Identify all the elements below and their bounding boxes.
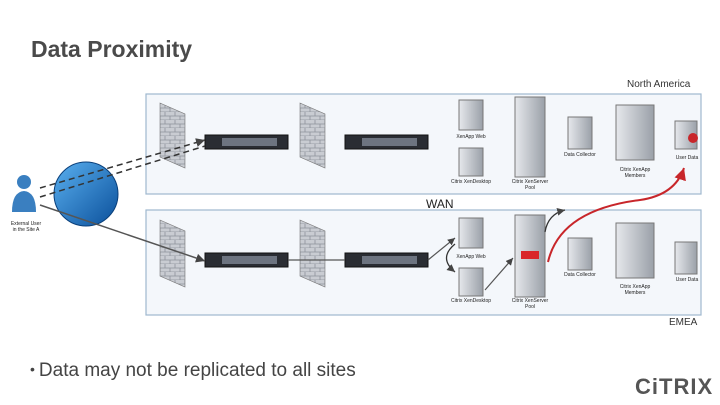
firewall-icon <box>299 102 326 169</box>
netscaler-appliance-icon <box>204 134 289 150</box>
firewall-icon <box>159 102 186 169</box>
netscaler-appliance-icon <box>204 252 289 268</box>
user-icon <box>12 175 36 212</box>
citrix-logo: CiTRIX <box>635 374 714 399</box>
bullet-text: Data may not be replicated to all sites <box>38 360 356 381</box>
connection-curve <box>445 243 456 273</box>
na-xenapp-members-label: Citrix XenApp Members <box>610 167 660 179</box>
emea-xenapp-members-line1: Citrix XenApp <box>619 284 651 290</box>
xendesktop-server-icon <box>458 267 484 297</box>
connection-line-dashed <box>39 138 206 189</box>
north-america-label: North America <box>627 79 691 90</box>
emea-data-collector-label: Data Collector <box>564 272 596 278</box>
na-data-collector-label: Data Collector <box>564 152 596 158</box>
na-user-data-label: User Data <box>675 155 699 161</box>
connection-line <box>39 204 206 263</box>
na-xendesktop-label: Citrix XenDesktop <box>450 179 491 185</box>
na-xenapp-members-line1: Citrix XenApp <box>619 167 651 173</box>
firewall-icon <box>299 219 326 288</box>
netscaler-appliance-icon <box>344 134 429 150</box>
connection-line <box>427 237 456 261</box>
bullet-marker: • <box>30 361 35 377</box>
server-highlight <box>521 251 539 259</box>
xenapp-web-server-icon <box>458 99 484 131</box>
emea-label: EMEA <box>669 317 698 328</box>
emea-xenapp-web-label: XenApp Web <box>456 254 486 260</box>
data-collector-icon <box>567 116 593 150</box>
globe-icon <box>53 161 119 227</box>
xenserver-pool-icon <box>514 96 546 178</box>
xenapp-members-icon <box>615 222 655 279</box>
firewall-icon <box>159 219 186 288</box>
connection-curve <box>544 207 566 233</box>
xenapp-members-icon <box>615 104 655 161</box>
emea-xenserver-pool-label: Citrix XenServer Pool <box>505 298 555 310</box>
data-collector-icon <box>567 237 593 271</box>
user-label-line1: External User <box>10 221 42 227</box>
database-icon <box>688 133 698 143</box>
cross-site-data-arrow <box>547 167 686 263</box>
emea-xenserver-label-line1: Citrix XenServer <box>511 298 549 304</box>
netscaler-appliance-icon <box>344 252 429 268</box>
emea-xenapp-members-line2: Members <box>624 290 646 296</box>
emea-xenapp-members-label: Citrix XenApp Members <box>610 284 660 296</box>
user-label: External User in the Site A <box>6 221 46 233</box>
user-label-line2: in the Site A <box>12 227 40 233</box>
connection-line-dashed <box>39 145 206 198</box>
emea-user-data-label: User Data <box>675 277 699 283</box>
na-xenapp-members-line2: Members <box>624 173 646 179</box>
na-xenserver-label-line2: Pool <box>524 185 535 191</box>
user-data-server-icon <box>674 241 698 275</box>
xendesktop-server-icon <box>458 147 484 177</box>
xenapp-web-server-icon <box>458 217 484 249</box>
bullet-point: •Data may not be replicated to all sites <box>30 360 356 382</box>
connection-line <box>484 257 514 291</box>
wan-label: WAN <box>426 197 454 211</box>
na-xenapp-web-label: XenApp Web <box>456 134 486 140</box>
na-xenserver-pool-label: Citrix XenServer Pool <box>505 179 555 191</box>
emea-xendesktop-label: Citrix XenDesktop <box>450 298 491 304</box>
emea-xenserver-label-line2: Pool <box>524 304 535 310</box>
na-xenserver-label-line1: Citrix XenServer <box>511 179 549 185</box>
slide-title: Data Proximity <box>31 36 193 62</box>
